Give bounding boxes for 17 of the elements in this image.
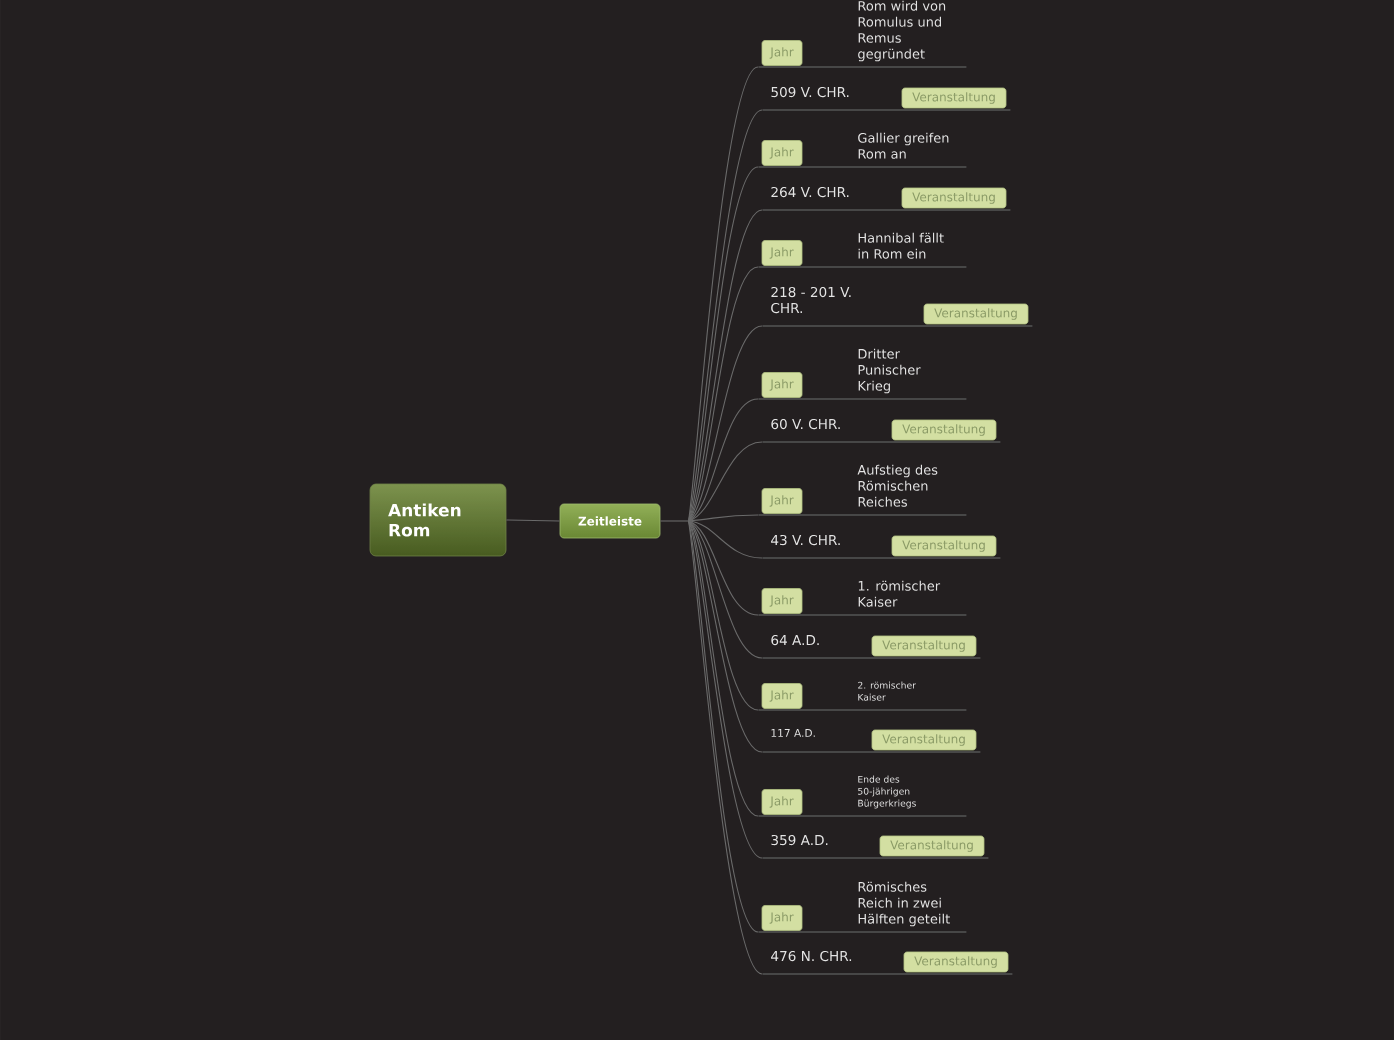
connector-line bbox=[687, 520, 759, 711]
connector-line bbox=[687, 520, 763, 559]
connector-line bbox=[687, 209, 763, 522]
connector-line bbox=[687, 166, 759, 522]
connector-line bbox=[505, 519, 561, 522]
connector-line bbox=[687, 520, 763, 659]
connector-line bbox=[659, 520, 689, 522]
central-topic-box: Antiken Rom bbox=[369, 483, 507, 557]
connector-line bbox=[687, 441, 763, 522]
connector-line bbox=[687, 520, 759, 616]
connector-line bbox=[687, 398, 759, 522]
connector-line bbox=[687, 520, 763, 859]
connector-line bbox=[687, 520, 763, 753]
connector-line bbox=[687, 325, 763, 522]
connector-line bbox=[687, 266, 759, 522]
connector-line bbox=[687, 514, 759, 522]
connector-line bbox=[687, 520, 759, 817]
